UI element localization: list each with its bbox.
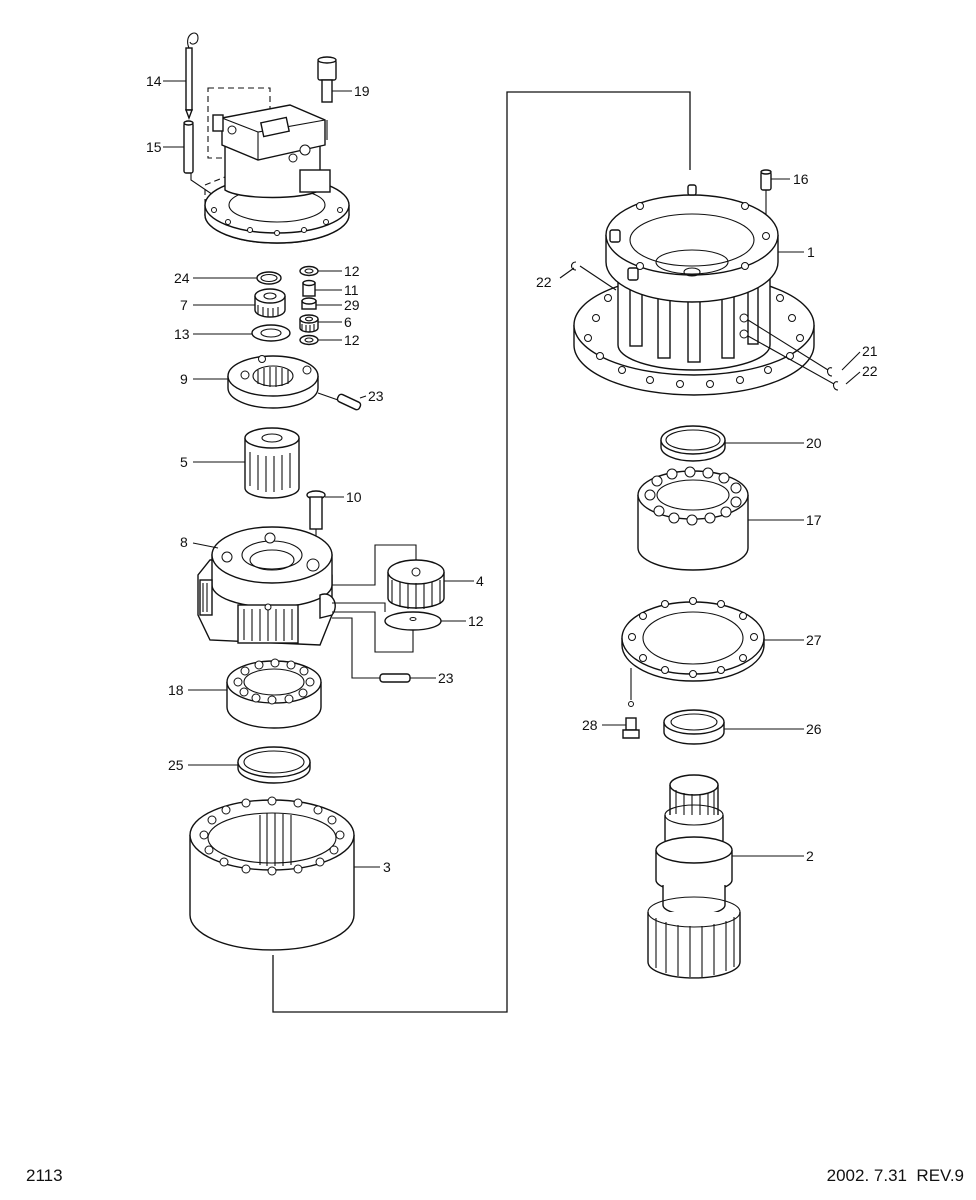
part-10-pin (306, 490, 326, 530)
callout-21: 21 (862, 343, 878, 359)
part-19-socket-bolt (317, 56, 337, 103)
callout-15: 15 (146, 139, 162, 155)
part-12-washer (299, 265, 319, 277)
callout-18: 18 (168, 682, 184, 698)
callout-14: 14 (146, 73, 162, 89)
part-12-washer-lower (299, 334, 319, 346)
part-28-bolt (622, 717, 640, 739)
part-26-oil-seal (663, 709, 725, 745)
part-16-pin (760, 169, 772, 191)
part-22-plug-right (832, 381, 839, 391)
callout-20: 20 (806, 435, 822, 451)
callout-8: 8 (180, 534, 188, 550)
part-29-bush (301, 297, 317, 310)
revision-date: 2002. 7.31 REV.9 (826, 1166, 964, 1185)
part-11-pin (302, 279, 316, 297)
part-1-housing (573, 184, 815, 396)
callout-12c: 12 (468, 613, 484, 629)
part-15-pipe (183, 120, 194, 174)
callout-26: 26 (806, 721, 822, 737)
callout-13: 13 (174, 326, 190, 342)
callout-2: 2 (806, 848, 814, 864)
part-6-planet-gear (299, 314, 319, 333)
part-25-ring (237, 746, 311, 784)
callout-10: 10 (346, 489, 362, 505)
callout-5: 5 (180, 454, 188, 470)
callout-19: 19 (354, 83, 370, 99)
part-14-level-gauge (184, 32, 199, 120)
callout-22b: 22 (862, 363, 878, 379)
part-21-fitting (826, 367, 833, 377)
swing-motor-assembly (204, 87, 350, 244)
page-number: 2113 (26, 1166, 63, 1185)
callout-23a: 23 (368, 388, 384, 404)
assembly-connector-line (272, 91, 691, 1013)
callout-25: 25 (168, 757, 184, 773)
callout-17: 17 (806, 512, 822, 528)
callout-3: 3 (383, 859, 391, 875)
part-20-seal-ring (660, 425, 726, 462)
part-17-bearing (637, 466, 749, 571)
callout-12a: 12 (344, 263, 360, 279)
callout-23b: 23 (438, 670, 454, 686)
part-9-carrier (227, 355, 319, 409)
callout-11: 11 (344, 282, 359, 298)
callout-22a: 22 (536, 274, 552, 290)
part-5-sun-gear (244, 427, 300, 499)
callout-1: 1 (807, 244, 815, 260)
callout-6: 6 (344, 314, 352, 330)
callout-27: 27 (806, 632, 822, 648)
callout-29: 29 (344, 297, 360, 313)
callout-28: 28 (582, 717, 598, 733)
part-18-bearing (226, 658, 322, 729)
part-4-planet-gear (387, 559, 445, 609)
part-2-pinion-shaft (647, 774, 741, 979)
part-7-gear (254, 288, 286, 318)
callout-12b: 12 (344, 332, 360, 348)
part-27-cover-plate (621, 597, 765, 682)
part-13-thrust-plate (251, 324, 291, 342)
part-3-ring-gear (189, 796, 355, 951)
callout-7: 7 (180, 297, 188, 313)
part-22-plug (570, 261, 577, 271)
callout-16: 16 (793, 171, 809, 187)
callout-9: 9 (180, 371, 188, 387)
part-23-spring-pin (336, 393, 362, 411)
callout-4: 4 (476, 573, 484, 589)
callout-24: 24 (174, 270, 190, 286)
part-23-spring-pin-lower (379, 673, 411, 683)
part-8-carrier-assembly (197, 526, 336, 646)
